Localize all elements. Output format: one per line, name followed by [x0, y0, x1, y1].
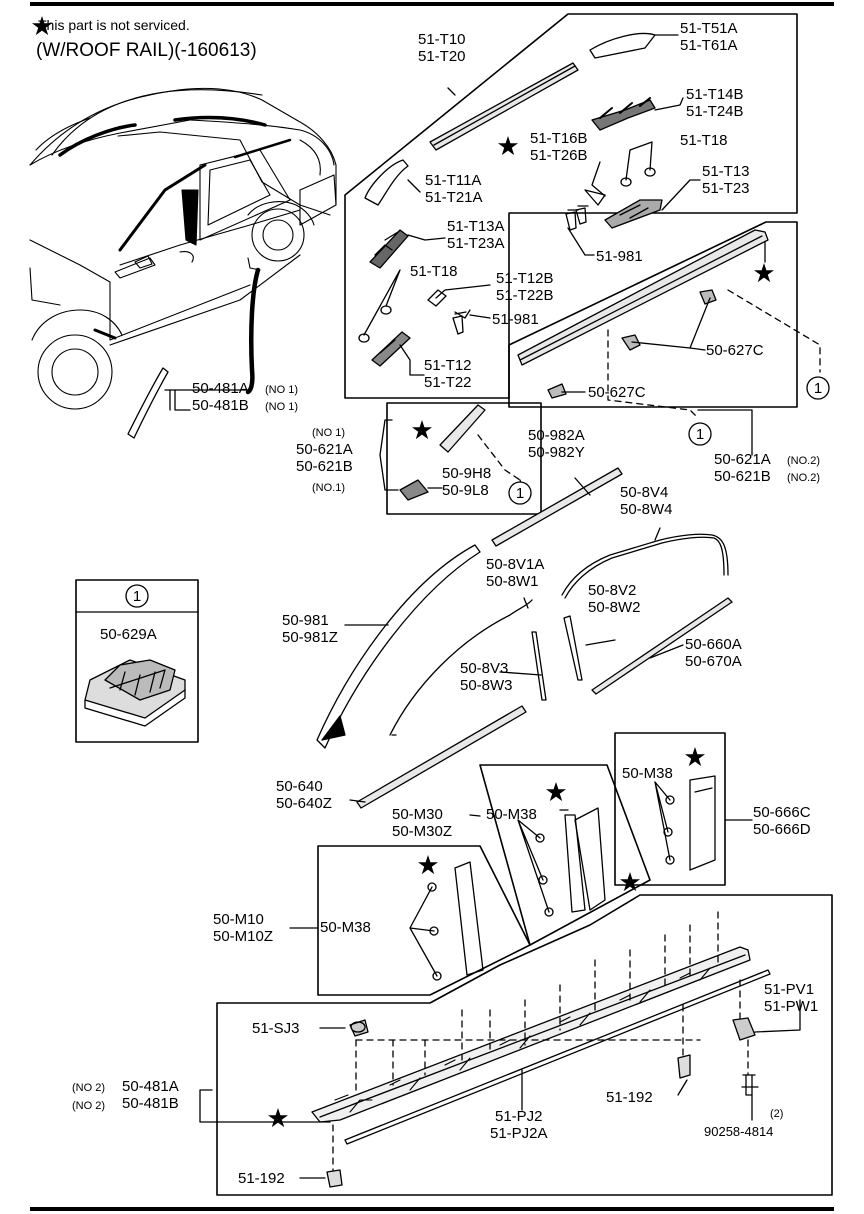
part-label-51-192-left[interactable]: 51-192	[238, 1170, 285, 1187]
pillar-trim-front	[316, 544, 481, 749]
rear-garnish	[689, 775, 716, 871]
part-label-51-t18[interactable]: 51-T18	[680, 132, 728, 149]
not-serviced-markers	[32, 16, 774, 1128]
center-garnish-box	[479, 764, 651, 946]
roof-bracket-b	[591, 99, 656, 131]
callout-number: 1	[695, 426, 705, 443]
part-label-51-981[interactable]: 51-981	[596, 248, 643, 265]
bottom-rule	[30, 1207, 834, 1211]
part-label-90258-4814[interactable]: 90258-4814	[704, 1124, 774, 1139]
roof-end-cap-front	[364, 159, 409, 206]
legend-box	[75, 579, 199, 743]
part-label-50-m38-center[interactable]: 50-M38	[486, 806, 537, 823]
part-label-50-m38-rear[interactable]: 50-M38	[622, 765, 673, 782]
callout-number: 1	[813, 380, 823, 397]
side-sill-garnish	[311, 946, 751, 1123]
center-garnish-b	[574, 807, 606, 911]
top-rule	[30, 2, 834, 6]
roof-base-rear	[604, 199, 663, 229]
rear-garnish-box	[614, 732, 726, 886]
roof-clips	[452, 205, 589, 335]
roof-rail-box	[508, 221, 798, 408]
part-note-no2-sill: (NO 2)(NO 2)	[72, 1082, 105, 1112]
part-note-no2: (NO.2)(NO.2)	[787, 455, 820, 484]
part-note-no1: (NO 1)(NO 1)	[265, 384, 298, 413]
legend-part-number[interactable]: 50-629A	[100, 626, 157, 643]
door-frame-rear	[561, 533, 729, 596]
side-sill-seal	[344, 969, 771, 1145]
part-label-50-m38-front[interactable]: 50-M38	[320, 919, 371, 936]
front-garnish	[454, 861, 484, 976]
callout-number: 1	[515, 485, 525, 502]
clip-detail-illustration	[84, 659, 186, 727]
vehicle-outline	[29, 87, 337, 410]
front-garnish-box	[317, 845, 531, 996]
part-label-51-sj3[interactable]: 51-SJ3	[252, 1020, 300, 1037]
part-label-50-627c-lower[interactable]: 50-627C	[588, 384, 646, 401]
part-note-no1-top: (NO 1)	[312, 427, 345, 439]
side-sill-box	[216, 894, 833, 1196]
clip-detail-box	[386, 402, 542, 515]
part-label-51-t18-lower[interactable]: 51-T18	[410, 263, 458, 280]
beltline-molding	[356, 705, 527, 809]
part-note-no1-bottom: (NO.1)	[312, 482, 345, 494]
roof-end-cap-rear	[589, 32, 656, 59]
roof-base-mid	[371, 331, 411, 367]
part-label-50-627c-upper[interactable]: 50-627C	[706, 342, 764, 359]
callout-circles	[125, 376, 830, 608]
roof-base-front	[369, 229, 409, 269]
center-garnish-a	[564, 814, 586, 913]
part-label-51-981-lower[interactable]: 51-981	[492, 311, 539, 328]
variant-title: (W/ROOF RAIL)(-160613)	[36, 40, 257, 61]
not-serviced-note: This part is not serviced.	[38, 17, 190, 33]
door-frame-front	[389, 599, 533, 736]
door-upper-molding	[491, 467, 623, 547]
part-label-51-192-right[interactable]: 51-192	[606, 1089, 653, 1106]
bolt-quantity: (2)	[770, 1108, 784, 1120]
legend-callout-number: 1	[132, 588, 142, 605]
